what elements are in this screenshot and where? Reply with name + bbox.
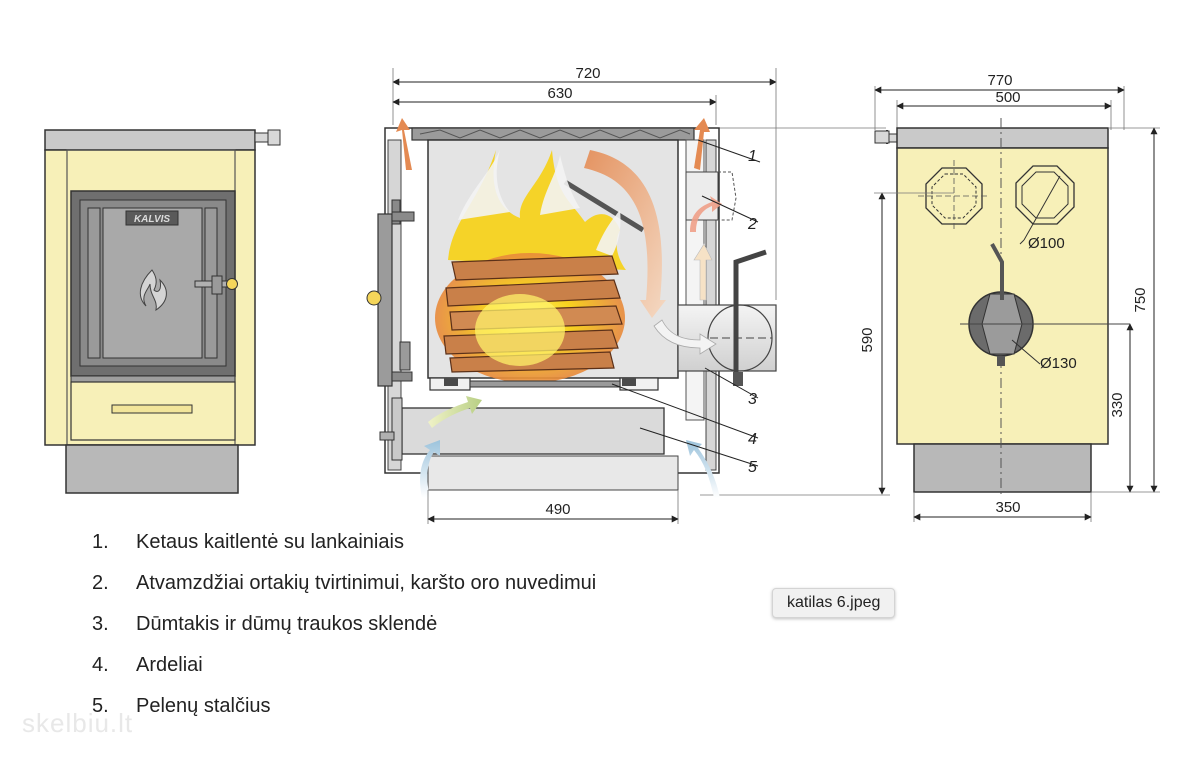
side-door-knob: [366, 290, 382, 306]
site-watermark: skelbiu.lt: [22, 708, 134, 738]
rear-hob-handle: [874, 130, 890, 144]
cold-air-inlet-left: [420, 440, 440, 498]
front-base: [65, 444, 239, 494]
hot-air-out-right: [694, 118, 710, 170]
smoke-exit-arrow: [653, 319, 717, 355]
legend-text: Dūmtakis ir dūmų traukos sklendė: [136, 613, 438, 635]
front-hob-top: [44, 129, 256, 151]
primary-air-arrow: [428, 396, 482, 428]
legend-number: 1.: [92, 531, 109, 553]
ash-drawer-handle: [111, 404, 193, 414]
baffle-plate: [563, 179, 645, 233]
brand-logo-text: KALVIS: [134, 214, 170, 225]
dim-label-590: 590: [859, 327, 876, 352]
damper-handle: [733, 249, 767, 372]
cold-air-inlet-right: [686, 440, 720, 498]
legend-text: Atvamzdžiai ortakių tvirtinimui, karšto …: [136, 572, 597, 594]
legend-text: Pelenų stalčius: [136, 695, 271, 717]
door-latch-bracket: [211, 275, 223, 295]
base-plinth: [427, 455, 679, 491]
label-pipe-100: Ø100: [1028, 235, 1065, 252]
dim-label-770: 770: [987, 72, 1012, 89]
hob-rings: [419, 129, 691, 139]
legend-text: Ketaus kaitlentė su lankainiais: [136, 531, 404, 553]
outlet-right: [1015, 165, 1075, 225]
dim-label-750: 750: [1132, 287, 1149, 312]
hob-plate: [411, 127, 695, 141]
legend-number: 3.: [92, 613, 109, 635]
rear-hob-top: [896, 127, 1109, 149]
hot-air-out-left: [396, 118, 412, 170]
side-section-view: 720 630 590: [366, 65, 890, 524]
callout-5: 5: [748, 459, 757, 476]
rear-damper-handle: [990, 243, 1004, 300]
dim-label-330: 330: [1109, 392, 1126, 417]
door-left-bar: [87, 207, 101, 359]
door-latch-knob: [226, 278, 238, 290]
callout-3: 3: [748, 391, 757, 408]
hob-handle-knob: [267, 129, 281, 146]
outlet-left: [925, 167, 983, 225]
legend-number: 2.: [92, 572, 109, 594]
label-pipe-130: Ø130: [1040, 355, 1077, 372]
callout-4: 4: [748, 431, 757, 448]
dim-label-720: 720: [575, 65, 600, 82]
rear-view: 770 500 Ø100 Ø130: [874, 72, 1160, 522]
callout-1: 1: [748, 148, 757, 165]
front-view: KALVIS: [44, 129, 281, 494]
rear-base: [913, 443, 1092, 493]
hob-handle: [254, 132, 270, 143]
legend-number: 4.: [92, 654, 109, 676]
dim-label-630: 630: [547, 85, 572, 102]
door-sill: [70, 375, 236, 383]
warm-air-arrow: [584, 150, 666, 318]
filename-tooltip: katilas 6.jpeg: [772, 588, 896, 618]
legend-number: 5.: [92, 695, 109, 717]
grate-bars: [469, 380, 621, 388]
dim-label-350: 350: [995, 499, 1020, 516]
brand-plate: [125, 210, 179, 226]
callout-leaders: [611, 139, 761, 467]
flame-emblem-icon: [139, 269, 167, 312]
dim-label-490: 490: [545, 501, 570, 518]
dim-label-500: 500: [995, 89, 1020, 106]
legend-text: Ardeliai: [136, 654, 203, 676]
callout-2: 2: [747, 216, 757, 233]
